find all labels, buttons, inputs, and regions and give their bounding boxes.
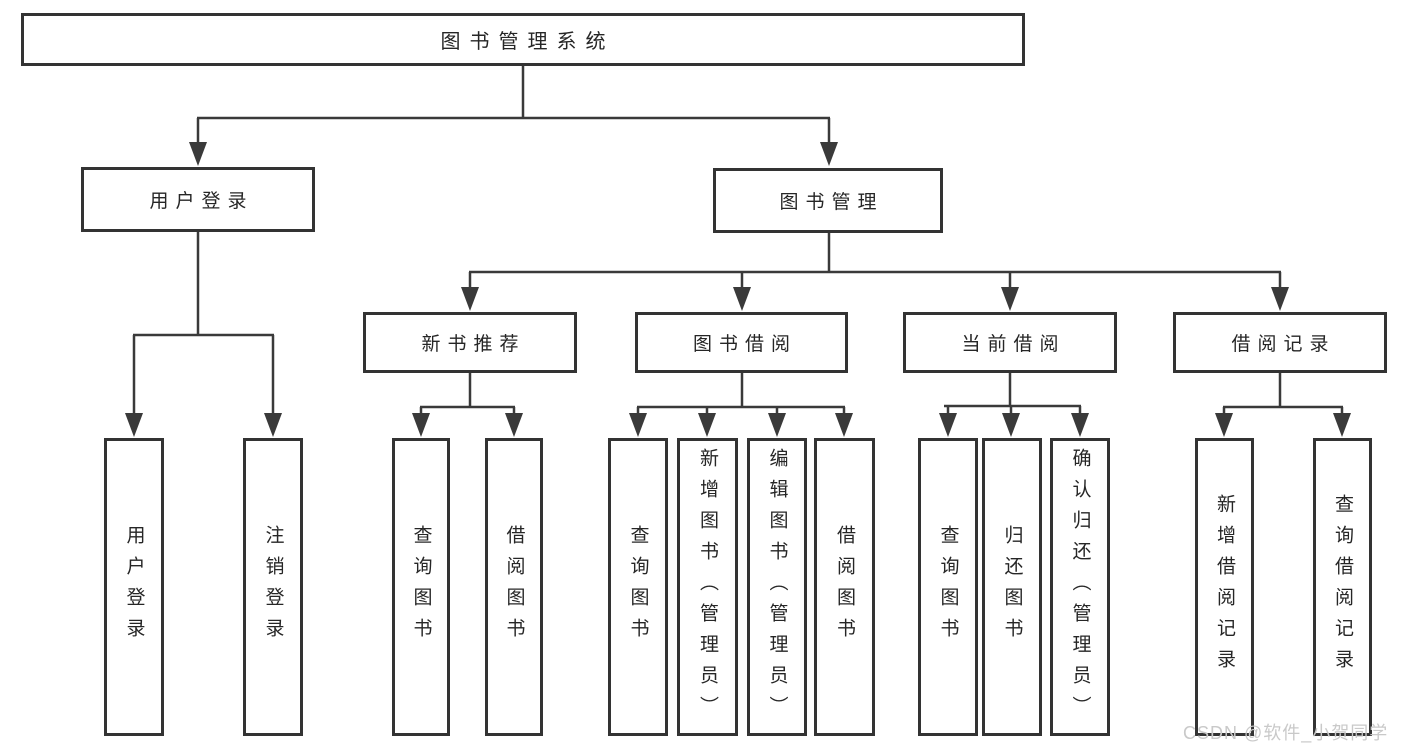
leaf-current-confirm: 确认归还（管理员） xyxy=(1050,438,1110,736)
watermark: CSDN @软件_小贺同学 xyxy=(1183,723,1389,743)
leaf-label: 编辑图书（管理员） xyxy=(766,447,788,727)
leaf-current-query: 查询图书 xyxy=(918,438,978,736)
leaf-label: 查询图书 xyxy=(937,525,959,649)
leaf-label: 借阅图书 xyxy=(503,525,525,649)
leaf-label: 归还图书 xyxy=(1001,525,1023,649)
node-root: 图书管理系统 xyxy=(21,13,1025,66)
leaf-borrow-borrow: 借阅图书 xyxy=(814,438,875,736)
leaf-current-return: 归还图书 xyxy=(982,438,1042,736)
leaf-records-add: 新增借阅记录 xyxy=(1195,438,1254,736)
leaf-borrow-query: 查询图书 xyxy=(608,438,668,736)
leaf-label: 用户登录 xyxy=(123,525,145,649)
leaf-label: 新增借阅记录 xyxy=(1214,494,1235,680)
leaf-user-login: 用户登录 xyxy=(104,438,164,736)
node-borrow-records: 借阅记录 xyxy=(1173,312,1387,373)
leaf-label: 查询借阅记录 xyxy=(1332,494,1353,680)
node-book-mgmt: 图书管理 xyxy=(713,168,943,233)
leaf-label: 借阅图书 xyxy=(834,525,855,649)
leaf-newbooks-borrow: 借阅图书 xyxy=(485,438,543,736)
leaf-borrow-add: 新增图书（管理员） xyxy=(677,438,738,736)
leaf-logout: 注销登录 xyxy=(243,438,303,736)
node-current-borrow: 当前借阅 xyxy=(903,312,1117,373)
leaf-label: 注销登录 xyxy=(262,525,284,649)
arrowheads xyxy=(125,142,1351,437)
node-new-books: 新书推荐 xyxy=(363,312,577,373)
leaf-borrow-edit: 编辑图书（管理员） xyxy=(747,438,807,736)
node-user-login: 用户登录 xyxy=(81,167,315,232)
node-book-borrow: 图书借阅 xyxy=(635,312,848,373)
leaf-label: 确认归还（管理员） xyxy=(1069,447,1091,727)
leaf-label: 新增图书（管理员） xyxy=(697,447,718,727)
leaf-label: 查询图书 xyxy=(627,525,649,649)
leaf-newbooks-query: 查询图书 xyxy=(392,438,450,736)
leaf-label: 查询图书 xyxy=(410,525,432,649)
leaf-records-query: 查询借阅记录 xyxy=(1313,438,1372,736)
